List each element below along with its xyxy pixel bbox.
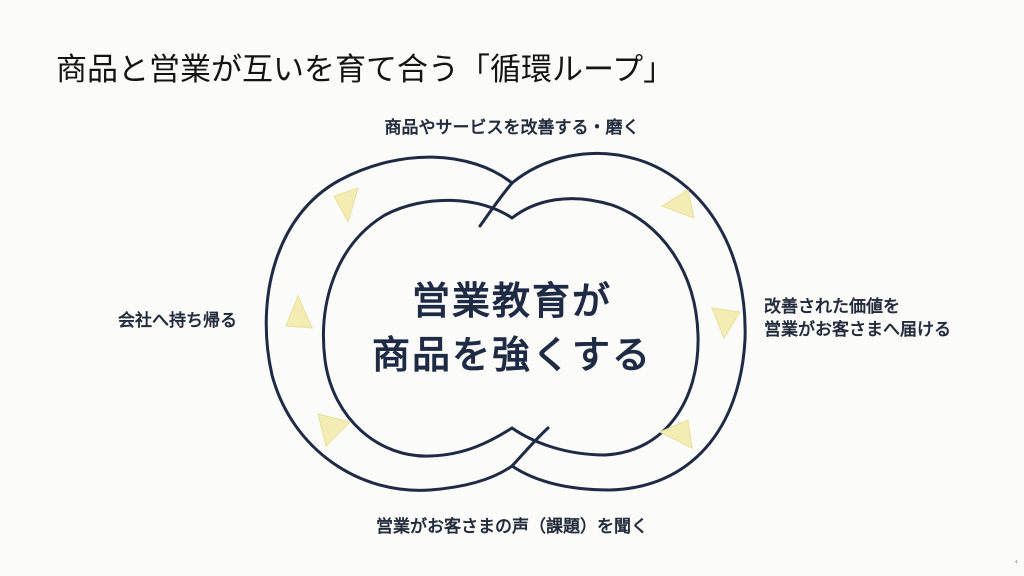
arrow-icon <box>711 307 741 340</box>
loop-cross-bottom <box>510 426 550 468</box>
arrow-icon <box>285 294 313 329</box>
center-text-line2: 商品を強くする <box>371 333 652 377</box>
slide-title: 商品と営業が互いを育て合う「循環ループ」 <box>56 52 675 88</box>
arrow-icon <box>317 413 351 447</box>
arrow-icon <box>658 419 693 449</box>
label-top: 商品やサービスを改善する・磨く <box>384 118 640 138</box>
arrow-icon <box>333 187 359 224</box>
label-right-line1: 改善された価値を <box>764 297 900 317</box>
label-bottom: 営業がお客さまの声（課題）を聞く <box>376 517 648 537</box>
corner-mark: ‹ <box>1014 557 1018 566</box>
center-text-line1: 営業教育が <box>411 279 612 323</box>
label-right-line2: 営業がお客さまへ届ける <box>764 319 951 340</box>
loop-inner-stroke <box>321 197 700 458</box>
loop-cross-top <box>478 181 514 228</box>
label-right: 改善された価値を 営業がお客さまへ届ける <box>764 296 951 342</box>
label-left: 会社へ持ち帰る <box>118 311 237 331</box>
arrow-icon <box>660 189 695 219</box>
